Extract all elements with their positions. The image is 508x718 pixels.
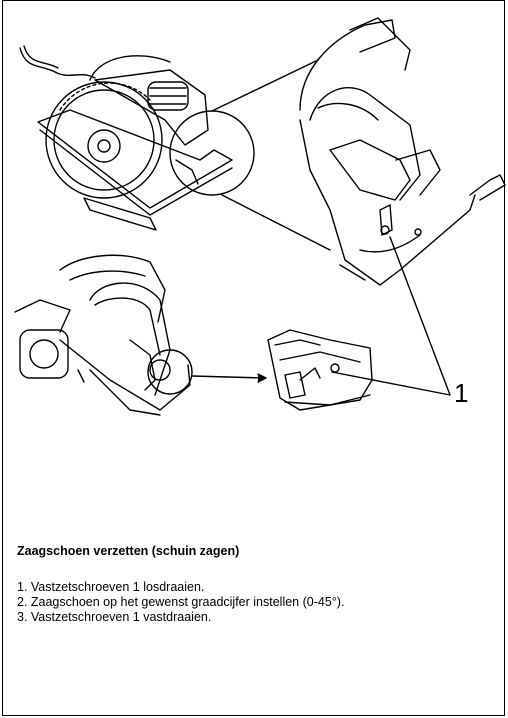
instruction-steps: 1. Vastzetschroeven 1 losdraaien. 2. Zaa… — [17, 580, 344, 625]
saw-illustration — [14, 17, 506, 416]
section-heading: Zaagschoen verzetten (schuin zagen) — [17, 544, 240, 558]
saw-base-detail-zoom-icon — [299, 17, 506, 286]
step-item: 3. Vastzetschroeven 1 vastdraaien. — [17, 610, 212, 624]
callout-number-1: 1 — [454, 378, 469, 408]
callout-leader-lines — [331, 236, 451, 396]
circular-saw-top-view-icon — [19, 45, 331, 251]
bevel-screw-detail-zoom-icon — [267, 329, 373, 411]
circular-saw-side-view-icon — [14, 254, 267, 416]
step-item: 1. Vastzetschroeven 1 losdraaien. — [17, 580, 205, 594]
step-item: 2. Zaagschoen op het gewenst graadcijfer… — [17, 595, 345, 609]
